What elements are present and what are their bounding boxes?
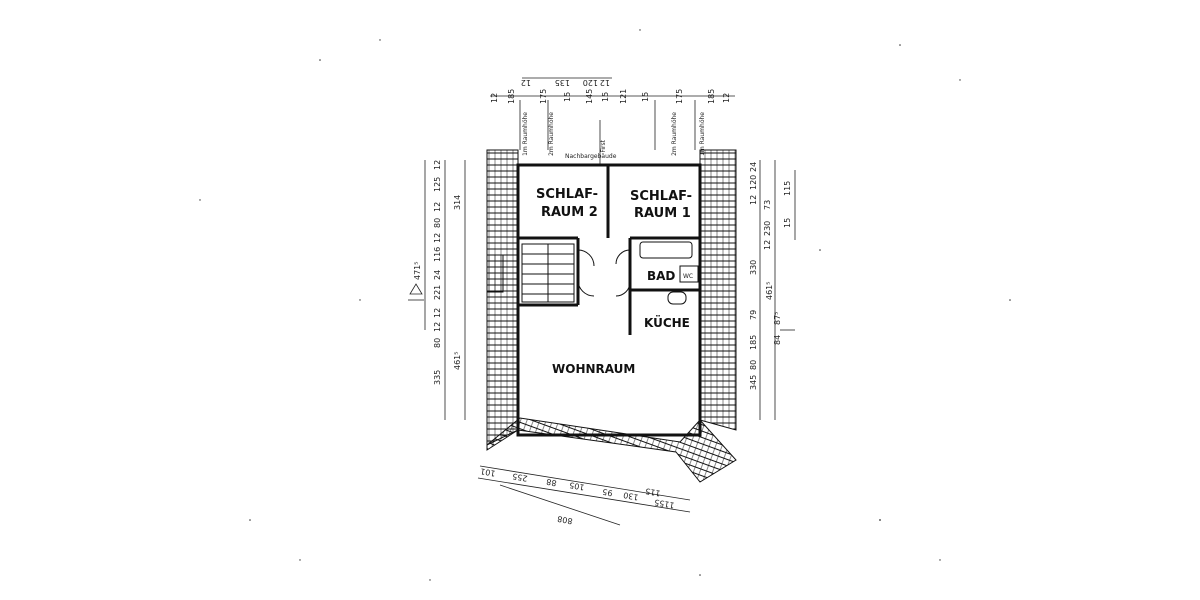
left-dim-5: 116 bbox=[433, 247, 442, 262]
bottom-dim-1: 255 bbox=[512, 471, 529, 483]
left-dim-9: 12 bbox=[433, 322, 442, 332]
room-bad: BAD bbox=[647, 269, 675, 283]
left-dim-7: 221 bbox=[433, 285, 442, 300]
bottom-dim-6: 115 bbox=[645, 486, 662, 498]
room-labels: SCHLAF- RAUM 2 SCHLAF- RAUM 1 BAD WC KÜC… bbox=[536, 187, 693, 376]
room-wohnraum: WOHNRAUM bbox=[552, 362, 635, 376]
top-dim-4: 12 bbox=[600, 78, 610, 87]
right-inner-4: 461⁵ bbox=[765, 282, 774, 300]
room-schlafraum-2-line2: RAUM 2 bbox=[541, 205, 598, 220]
top-detail-7: 15 bbox=[641, 92, 650, 102]
top-detail-8: 175 bbox=[675, 89, 684, 104]
left-dim-10: 80 bbox=[433, 338, 442, 348]
bottom-dim-7: 1155 bbox=[654, 497, 676, 509]
bottom-dim-5: 130 bbox=[623, 490, 640, 502]
right-inner-3: 87⁵ bbox=[773, 312, 782, 325]
label-2m-raumhoehe-right: 2m Raumhöhe bbox=[671, 112, 678, 156]
right-dim-6: 330 bbox=[749, 260, 758, 275]
left-dim-8: 12 bbox=[433, 308, 442, 318]
right-inner-2: 84 bbox=[773, 335, 782, 345]
top-detail-4: 145 bbox=[585, 89, 594, 104]
staircase bbox=[521, 243, 575, 303]
bottom-dim-8: 808 bbox=[557, 514, 574, 526]
room-schlafraum-2-line1: SCHLAF- bbox=[536, 187, 598, 202]
label-first: First bbox=[600, 139, 607, 152]
right-dim-2: 12 bbox=[749, 195, 758, 205]
top-detail-6: 121 bbox=[619, 89, 628, 104]
top-dim-2: 135 bbox=[555, 78, 570, 87]
right-dim-1: 120 bbox=[749, 175, 758, 190]
right-dim-0: 24 bbox=[749, 162, 758, 172]
top-detail-1: 185 bbox=[507, 89, 516, 104]
left-inner-1: 471⁵ bbox=[413, 262, 422, 280]
top-dim-1: 12 bbox=[521, 78, 531, 87]
right-dim-10: 345 bbox=[749, 375, 758, 390]
interior-walls bbox=[516, 163, 702, 437]
room-kueche: KÜCHE bbox=[644, 315, 690, 330]
left-dim-4: 12 bbox=[433, 233, 442, 243]
bottom-dim-2: 88 bbox=[546, 477, 558, 488]
top-detail-2: 175 bbox=[539, 89, 548, 104]
right-dim-4: 230 bbox=[763, 221, 772, 236]
top-dimensions: 12 135 120 12 12 185 175 15 145 15 121 1… bbox=[490, 77, 735, 165]
top-detail-0: 12 bbox=[490, 93, 499, 103]
right-inner-0: 115 bbox=[783, 181, 792, 196]
right-dim-3: 73 bbox=[763, 200, 772, 210]
top-detail-3: 15 bbox=[563, 92, 572, 102]
scan-noise bbox=[199, 29, 1011, 581]
stair-roof-patch bbox=[486, 254, 504, 293]
right-dim-8: 185 bbox=[749, 335, 758, 350]
left-dim-3: 80 bbox=[433, 218, 442, 228]
top-detail-10: 12 bbox=[722, 93, 731, 103]
left-inner-2: 461⁵ bbox=[453, 352, 462, 370]
label-1m-raumhoehe-right: 1m Raumhöhe bbox=[699, 112, 706, 156]
right-dim-5: 12 bbox=[763, 240, 772, 250]
top-detail-9: 185 bbox=[707, 89, 716, 104]
label-2m-raumhoehe-left: 2m Raumhöhe bbox=[548, 112, 555, 156]
room-wc: WC bbox=[683, 273, 693, 280]
left-dim-0: 12 bbox=[433, 160, 442, 170]
left-dim-1: 125 bbox=[433, 177, 442, 192]
bottom-dim-4: 95 bbox=[602, 487, 614, 498]
label-nachbargebaeude: Nachbargebäude bbox=[565, 153, 617, 160]
left-dim-11: 335 bbox=[433, 370, 442, 385]
left-dim-6: 24 bbox=[433, 270, 442, 280]
left-inner-0: 314 bbox=[453, 195, 462, 210]
label-1m-raumhoehe-left: 1m Raumhöhe bbox=[522, 112, 529, 156]
right-dim-7: 79 bbox=[749, 310, 758, 320]
left-dimensions: 12 125 12 80 12 116 24 221 12 12 80 335 … bbox=[408, 160, 466, 420]
right-dim-9: 80 bbox=[749, 360, 758, 370]
right-dimensions: 24 120 12 73 230 12 330 79 185 80 345 11… bbox=[749, 160, 796, 420]
right-inner-1: 15 bbox=[783, 218, 792, 228]
room-schlafraum-1-line1: SCHLAF- bbox=[630, 189, 692, 204]
left-roof-wall bbox=[486, 149, 519, 446]
bottom-dim-3: 105 bbox=[569, 480, 586, 492]
bottom-dimensions: 101 255 88 105 95 130 115 1155 808 bbox=[477, 465, 691, 526]
room-schlafraum-1-line2: RAUM 1 bbox=[634, 206, 691, 221]
top-detail-5: 15 bbox=[601, 92, 610, 102]
left-dim-2: 12 bbox=[433, 202, 442, 212]
right-roof-wall bbox=[699, 149, 737, 431]
bottom-dim-0: 101 bbox=[480, 466, 497, 478]
top-dim-3: 120 bbox=[583, 78, 598, 87]
